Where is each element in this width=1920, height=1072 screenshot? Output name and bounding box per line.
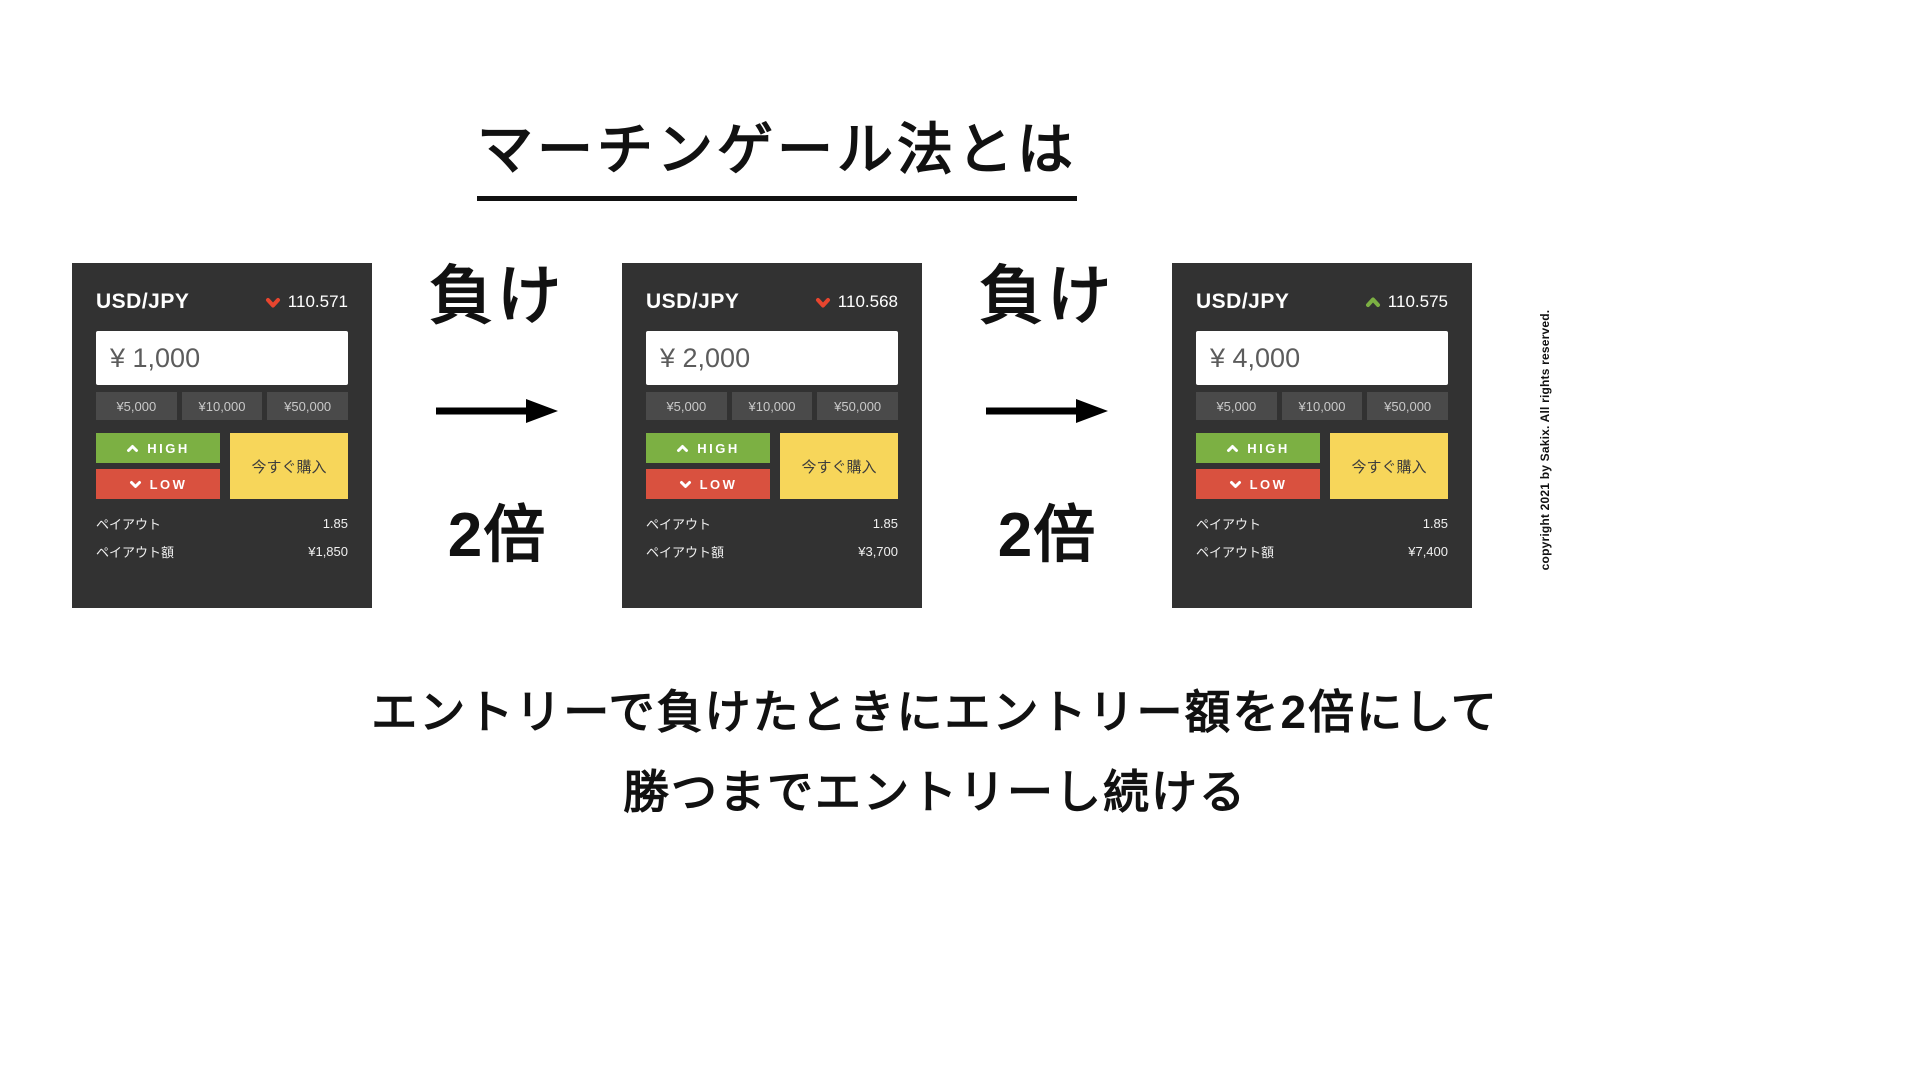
quick-amount-button[interactable]: ¥10,000 (1281, 392, 1363, 420)
payout-section: ペイアウト 1.85 ペイアウト額 ¥3,700 (646, 515, 898, 560)
currency-pair: USD/JPY (96, 290, 190, 313)
price-value: 110.568 (837, 292, 898, 311)
high-label: HIGH (147, 440, 190, 456)
currency-pair: USD/JPY (1196, 290, 1290, 313)
high-button[interactable]: HIGH (646, 433, 770, 463)
payout-amount-value: ¥7,400 (1408, 543, 1448, 559)
quick-amount-button[interactable]: ¥10,000 (731, 392, 813, 420)
payout-value: 1.85 (1422, 515, 1448, 531)
double-label: 2倍 (997, 501, 1097, 570)
title-wrap: マーチンゲール法とは (72, 105, 1482, 201)
buy-now-button[interactable]: 今すぐ購入 (1330, 433, 1448, 499)
diagram-row: USD/JPY 110.571 ¥ 1,000 ¥5,000 ¥10,000 ¥… (72, 260, 1472, 608)
payout-amount-row: ペイアウト額 ¥7,400 (1196, 543, 1448, 560)
lose-label: 負け (429, 260, 565, 332)
price-display: 110.568 (815, 292, 898, 312)
chevron-down-icon (1229, 480, 1242, 489)
price-value: 110.571 (287, 292, 348, 311)
panel-header: USD/JPY 110.575 (1196, 289, 1448, 315)
low-label: LOW (149, 476, 188, 492)
payout-row: ペイアウト 1.85 (646, 515, 898, 532)
quick-amount-button[interactable]: ¥5,000 (96, 392, 177, 420)
payout-value: 1.85 (322, 515, 348, 531)
quick-amount-button[interactable]: ¥5,000 (1196, 392, 1277, 420)
trade-panel-2: USD/JPY 110.568 ¥ 2,000 ¥5,000 ¥10,000 ¥… (622, 263, 922, 608)
payout-amount-label: ペイアウト額 (646, 544, 725, 560)
amount-input[interactable]: ¥ 2,000 (646, 331, 898, 385)
payout-value: 1.85 (872, 515, 898, 531)
high-label: HIGH (697, 440, 740, 456)
action-row: HIGH LOW 今すぐ購入 (96, 433, 348, 499)
connector-1: 負け 2倍 (372, 260, 622, 608)
panel-header: USD/JPY 110.571 (96, 289, 348, 315)
low-button[interactable]: LOW (1196, 469, 1320, 499)
right-arrow-icon (436, 398, 558, 424)
payout-label: ペイアウト (646, 516, 712, 532)
low-label: LOW (1249, 476, 1288, 492)
price-value: 110.575 (1387, 292, 1448, 311)
payout-label: ペイアウト (1196, 516, 1262, 532)
price-direction-up-icon (1365, 297, 1381, 308)
low-button[interactable]: LOW (646, 469, 770, 499)
buy-now-button[interactable]: 今すぐ購入 (230, 433, 348, 499)
price-direction-down-icon (815, 297, 831, 308)
high-low-column: HIGH LOW (646, 433, 770, 499)
high-low-column: HIGH LOW (1196, 433, 1320, 499)
payout-row: ペイアウト 1.85 (96, 515, 348, 532)
caption-line-1: エントリーで負けたときにエントリー額を2倍にして (371, 686, 1499, 738)
page-title: マーチンゲール法とは (477, 105, 1077, 201)
quick-amounts: ¥5,000 ¥10,000 ¥50,000 (1196, 392, 1449, 420)
high-low-column: HIGH LOW (96, 433, 220, 499)
currency-pair: USD/JPY (646, 290, 740, 313)
payout-amount-value: ¥3,700 (858, 543, 898, 559)
caption-line-2: 勝つまでエントリーし続ける (623, 766, 1247, 818)
quick-amount-button[interactable]: ¥50,000 (267, 392, 349, 420)
quick-amount-button[interactable]: ¥50,000 (817, 392, 899, 420)
chevron-down-icon (679, 480, 692, 489)
payout-amount-label: ペイアウト額 (1196, 544, 1275, 560)
double-label: 2倍 (447, 501, 547, 570)
quick-amount-button[interactable]: ¥10,000 (181, 392, 263, 420)
lose-label: 負け (979, 260, 1115, 332)
price-direction-down-icon (265, 297, 281, 308)
payout-amount-row: ペイアウト額 ¥3,700 (646, 543, 898, 560)
amount-input[interactable]: ¥ 1,000 (96, 331, 348, 385)
right-arrow-icon (986, 398, 1108, 424)
quick-amount-button[interactable]: ¥5,000 (646, 392, 727, 420)
payout-section: ペイアウト 1.85 ペイアウト額 ¥1,850 (96, 515, 348, 560)
payout-label: ペイアウト (96, 516, 162, 532)
copyright-text: copyright 2021 by Sakix. All rights rese… (1538, 309, 1552, 571)
price-display: 110.575 (1365, 292, 1448, 312)
chevron-up-icon (126, 444, 139, 453)
low-button[interactable]: LOW (96, 469, 220, 499)
chevron-up-icon (1226, 444, 1239, 453)
price-display: 110.571 (265, 292, 348, 312)
quick-amount-button[interactable]: ¥50,000 (1367, 392, 1449, 420)
action-row: HIGH LOW 今すぐ購入 (646, 433, 898, 499)
payout-row: ペイアウト 1.85 (1196, 515, 1448, 532)
chevron-up-icon (676, 444, 689, 453)
payout-amount-row: ペイアウト額 ¥1,850 (96, 543, 348, 560)
high-button[interactable]: HIGH (96, 433, 220, 463)
high-button[interactable]: HIGH (1196, 433, 1320, 463)
payout-section: ペイアウト 1.85 ペイアウト額 ¥7,400 (1196, 515, 1448, 560)
connector-2: 負け 2倍 (922, 260, 1172, 608)
amount-input[interactable]: ¥ 4,000 (1196, 331, 1448, 385)
chevron-down-icon (129, 480, 142, 489)
panel-header: USD/JPY 110.568 (646, 289, 898, 315)
low-label: LOW (699, 476, 738, 492)
trade-panel-3: USD/JPY 110.575 ¥ 4,000 ¥5,000 ¥10,000 ¥… (1172, 263, 1472, 608)
payout-amount-label: ペイアウト額 (96, 544, 175, 560)
quick-amounts: ¥5,000 ¥10,000 ¥50,000 (646, 392, 899, 420)
trade-panel-1: USD/JPY 110.571 ¥ 1,000 ¥5,000 ¥10,000 ¥… (72, 263, 372, 608)
action-row: HIGH LOW 今すぐ購入 (1196, 433, 1448, 499)
payout-amount-value: ¥1,850 (308, 543, 348, 559)
quick-amounts: ¥5,000 ¥10,000 ¥50,000 (96, 392, 349, 420)
caption: エントリーで負けたときにエントリー額を2倍にして 勝つまでエントリーし続ける (0, 672, 1870, 832)
high-label: HIGH (1247, 440, 1290, 456)
buy-now-button[interactable]: 今すぐ購入 (780, 433, 898, 499)
